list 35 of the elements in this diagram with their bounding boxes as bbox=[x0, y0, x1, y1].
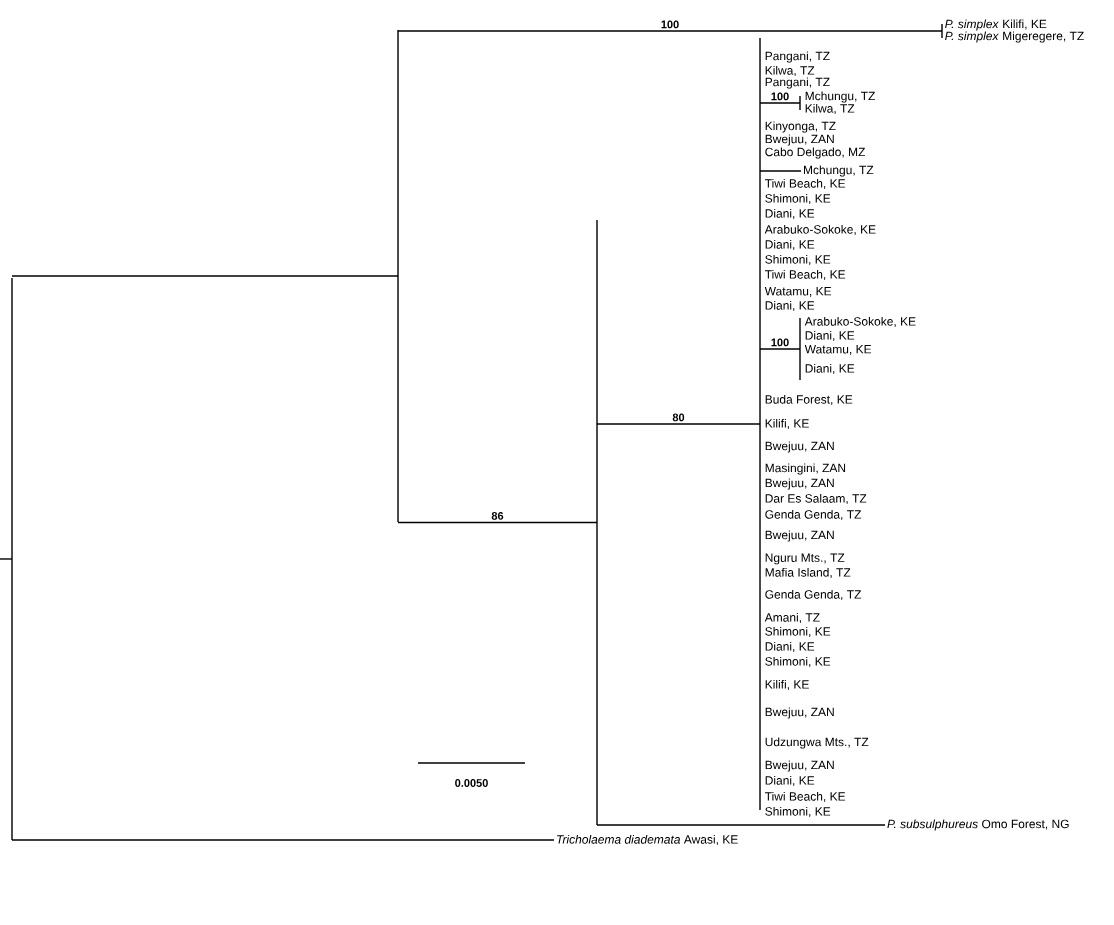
taxon-label: Tiwi Beach, KE bbox=[764, 178, 846, 190]
taxon-label: Kilifi, KE bbox=[765, 418, 809, 430]
branch bbox=[397, 521, 598, 524]
taxon-label: Shimoni, KE bbox=[765, 806, 831, 818]
branch bbox=[759, 102, 801, 104]
root-branch bbox=[0, 558, 13, 560]
taxon-label: Watamu, KE bbox=[804, 345, 872, 355]
taxon-label: Diani, KE bbox=[765, 300, 815, 312]
branch bbox=[759, 348, 801, 350]
taxon-label: Watamu, KE bbox=[764, 287, 832, 297]
taxon-label: Bwejuu, ZAN bbox=[765, 134, 834, 146]
taxon-label: P. subsulphureus Omo Forest, NG bbox=[887, 819, 1069, 831]
taxon-label: Buda Forest, KE bbox=[765, 394, 853, 406]
taxon-label: Pangani, TZ bbox=[765, 77, 830, 89]
taxon-label: Kilwa, TZ bbox=[805, 103, 855, 115]
bootstrap-value: 100 bbox=[661, 20, 679, 29]
taxon-label: Kinyonga, TZ bbox=[765, 121, 836, 133]
taxon-label: Kilwa, TZ bbox=[765, 65, 815, 77]
bootstrap-value: 100 bbox=[771, 92, 789, 101]
bootstrap-value: 100 bbox=[771, 338, 789, 347]
taxon-label: Mchungu, TZ bbox=[804, 165, 874, 177]
branch bbox=[397, 30, 943, 32]
taxon-label: Diani, KE bbox=[805, 330, 855, 342]
bootstrap-value: 80 bbox=[672, 413, 685, 422]
branch bbox=[596, 824, 886, 826]
branch bbox=[11, 275, 399, 277]
taxon-label: P. simplex Migeregere, TZ bbox=[945, 31, 1084, 43]
taxon-label: Diani, KE bbox=[805, 363, 855, 375]
branch bbox=[11, 839, 555, 841]
bootstrap-value: 86 bbox=[491, 512, 504, 520]
scale-label: 0.0050 bbox=[455, 779, 488, 787]
taxon-label: Tricholaema diademata Awasi, KE bbox=[557, 834, 738, 846]
branch bbox=[759, 170, 802, 172]
taxon-label: Cabo Delgado, MZ bbox=[765, 147, 865, 159]
branch bbox=[596, 423, 761, 425]
